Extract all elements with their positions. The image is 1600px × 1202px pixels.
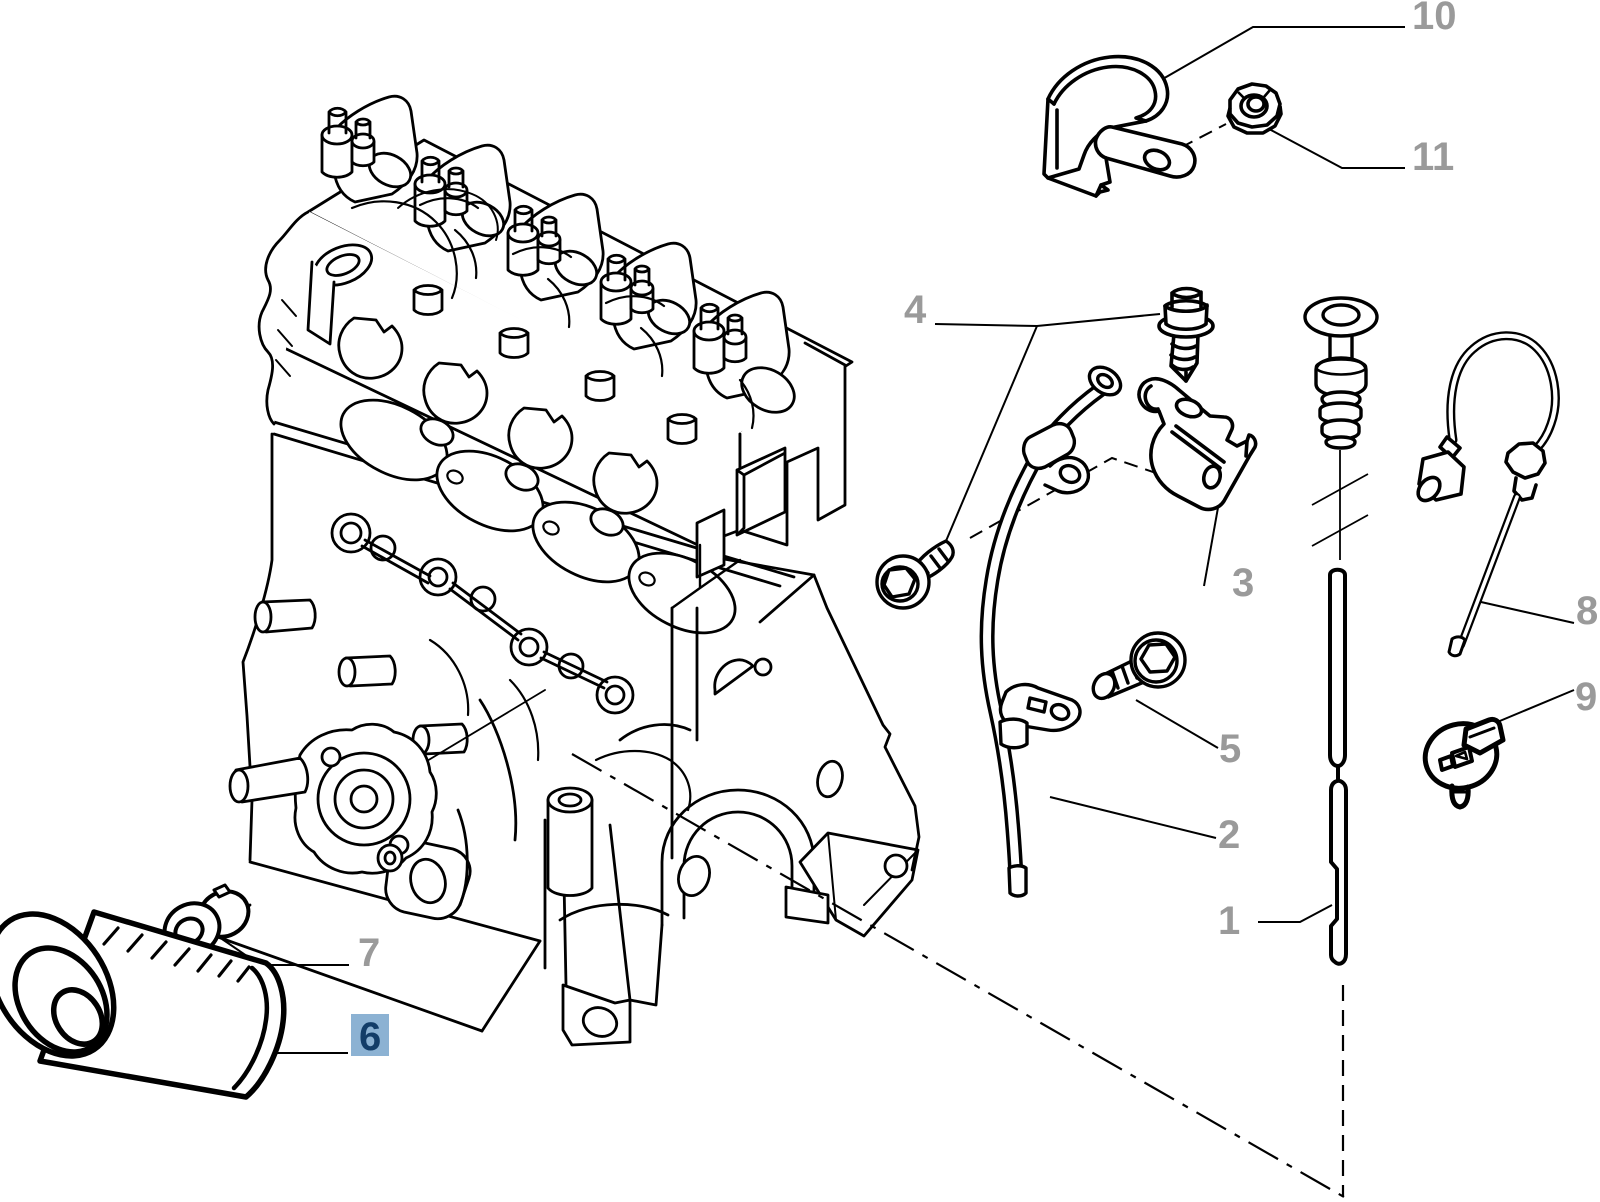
svg-text:5: 5 <box>1219 727 1241 771</box>
svg-text:8: 8 <box>1576 589 1598 633</box>
svg-text:1: 1 <box>1218 899 1240 943</box>
svg-text:10: 10 <box>1412 0 1457 38</box>
svg-text:11: 11 <box>1412 135 1454 179</box>
svg-text:9: 9 <box>1575 675 1597 719</box>
svg-text:4: 4 <box>904 288 927 332</box>
svg-text:6: 6 <box>359 1015 381 1059</box>
svg-text:3: 3 <box>1232 561 1254 605</box>
svg-text:2: 2 <box>1218 813 1240 857</box>
svg-text:7: 7 <box>358 931 380 975</box>
